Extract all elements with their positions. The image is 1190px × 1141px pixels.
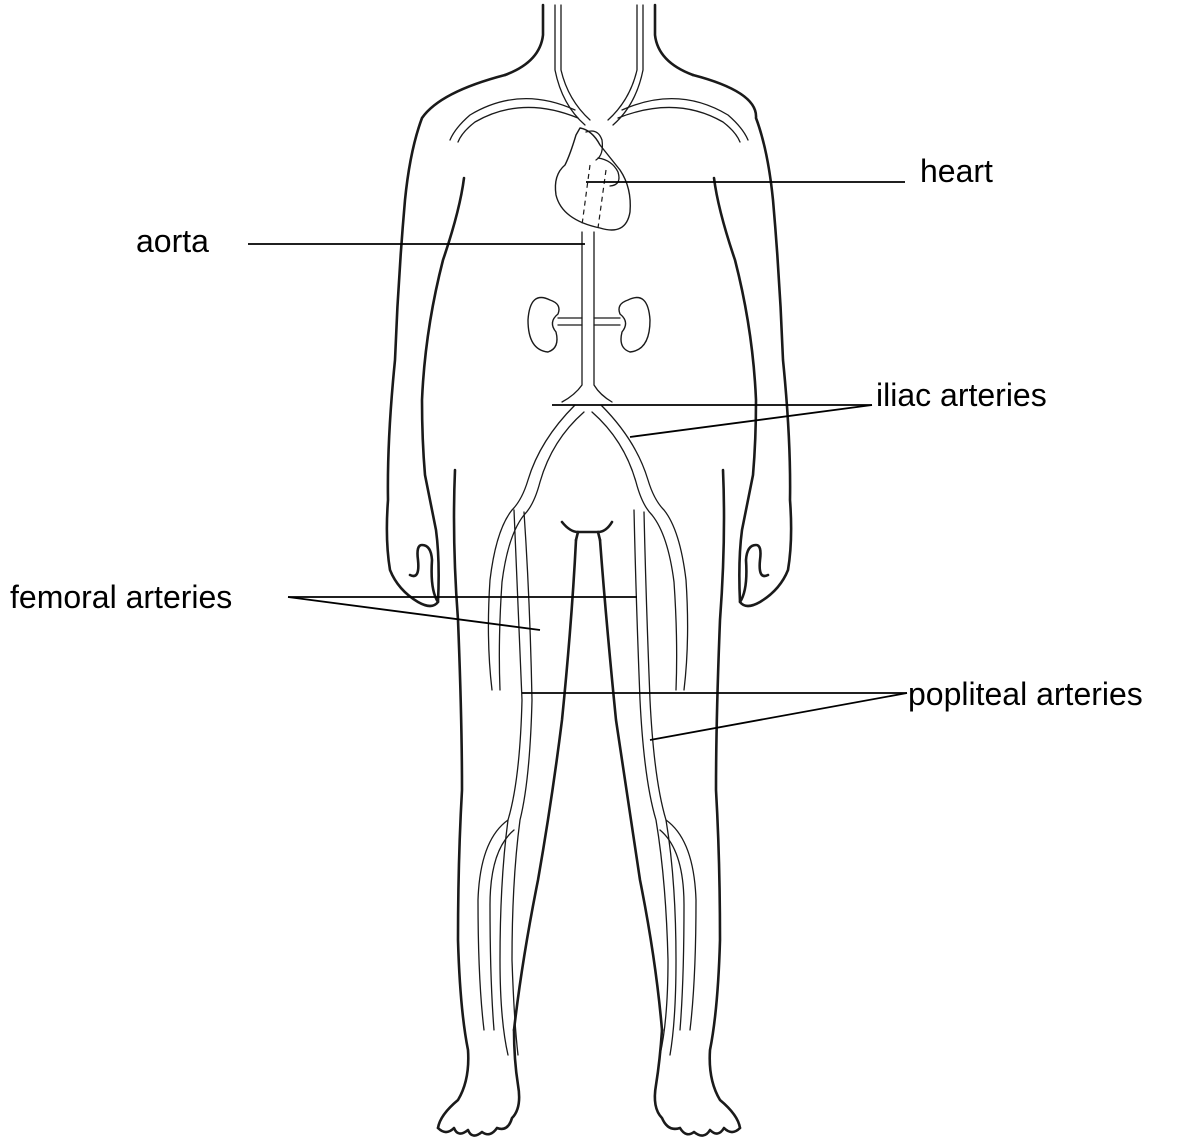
leader-lines xyxy=(248,182,907,740)
femoral-arteries-label: femoral arteries xyxy=(10,579,232,615)
heart xyxy=(555,128,630,230)
iliac-arteries-label: iliac arteries xyxy=(876,377,1047,413)
iliac-leader-2 xyxy=(630,405,872,437)
kidneys xyxy=(528,298,650,353)
popliteal-arteries-label: popliteal arteries xyxy=(908,676,1143,712)
femoral-leader-2 xyxy=(288,597,540,630)
aorta-label: aorta xyxy=(136,223,209,259)
popliteal-leader-2 xyxy=(650,693,907,740)
heart-label: heart xyxy=(920,153,993,189)
